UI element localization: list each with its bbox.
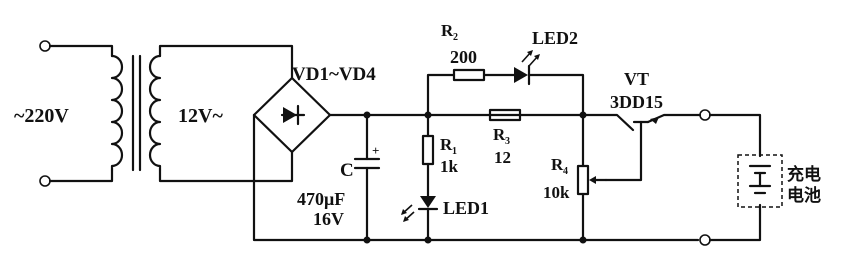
transformer-core [131,54,142,172]
battery-label-line1: 充电 [787,164,821,185]
r3-name-label: R [493,125,506,144]
bridge-rectifier [252,76,332,154]
r1-value-label: 1k [440,157,459,176]
r2-subscript-label: 2 [453,32,458,43]
capacitor-c [353,113,381,242]
junction-dots [363,111,587,244]
r4-subscript-label: 4 [563,166,568,177]
cap-voltage-label: 16V [313,209,344,229]
led2-label: LED2 [532,28,578,48]
cap-value-label: 470μF [297,189,345,209]
r3-subscript-label: 3 [505,136,510,147]
r4-potentiometer [576,113,608,242]
r2-value-label: 200 [450,47,477,67]
r2-resistor [452,68,486,82]
ac-input-label: ~220V [14,105,69,127]
r2-name-label: R [441,21,454,40]
r1-name-label: R [440,135,453,154]
r1-resistor [421,113,435,198]
transistor-type-label: 3DD15 [610,92,663,112]
r3-value-label: 12 [494,148,511,167]
cap-plus-label: + [372,143,379,158]
cap-name-label: C [340,160,354,181]
transformer-primary-winding [110,54,124,172]
r4-name-label: R [551,155,564,174]
charge-battery [737,154,783,208]
output-terminals [699,109,762,246]
ac-input-terminals [39,40,114,187]
transistor-name-label: VT [624,69,649,89]
led1-diode [401,196,439,242]
led2-diode [514,50,540,86]
transformer-secondary-winding [148,54,162,172]
r4-value-label: 10k [543,183,570,202]
battery-label-line2: 电池 [787,185,821,206]
secondary-voltage-label: 12V~ [178,105,223,127]
r1-subscript-label: 1 [452,146,457,157]
bridge-label: VD1~VD4 [292,64,376,85]
led1-label: LED1 [443,198,489,218]
r3-resistor [488,108,522,122]
transistor-vt [581,113,702,182]
